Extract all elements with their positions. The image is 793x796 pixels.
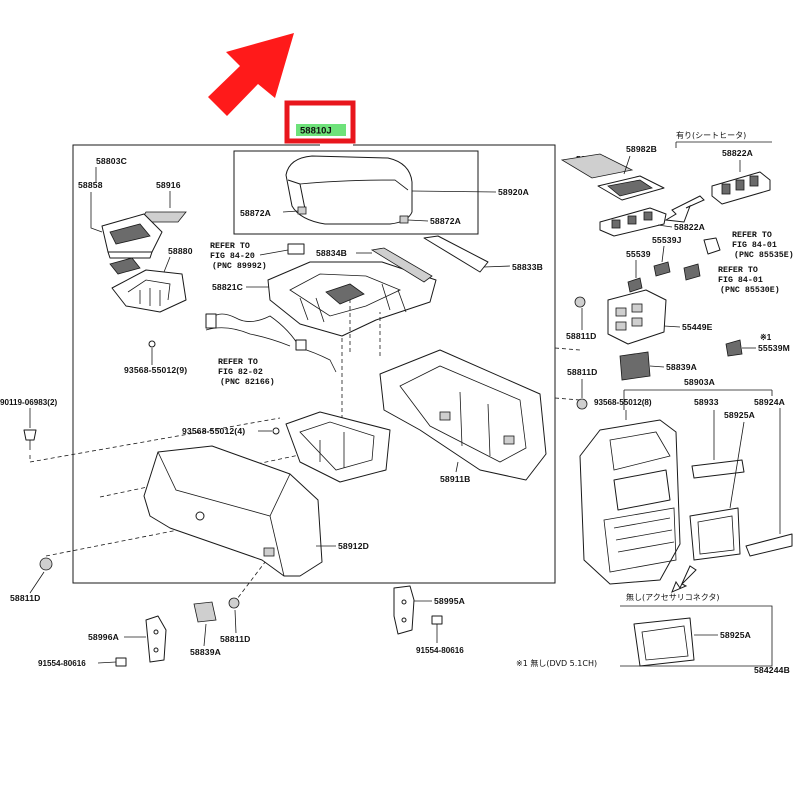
ref-fig-82-02[interactable]: REFER TO FIG 82-02 (PNC 82166) [218,358,275,387]
svg-text:REFER TO: REFER TO [732,231,772,240]
panel-55449E [607,289,667,345]
label-58995A[interactable]: 58995A [434,596,465,606]
trim-58925A [689,507,741,561]
label-58996A[interactable]: 58996A [88,632,119,642]
label-58925A-a[interactable]: 58925A [724,410,755,420]
label-58912D[interactable]: 58912D [338,541,369,551]
label-58811D-b[interactable]: 58811D [220,634,251,644]
label-58916[interactable]: 58916 [156,180,181,190]
label-91554-a[interactable]: 91554-80616 [38,659,86,668]
trim-58925A-lower [633,617,695,667]
label-58811D-c[interactable]: 58811D [566,331,597,341]
label-55449E[interactable]: 55449E [682,322,713,332]
label-seat-heater[interactable]: 有り(シートヒータ) [676,130,746,140]
label-58872A-left[interactable]: 58872A [240,208,271,218]
footnote[interactable]: ※1 無し(DVD 5.1CH) [516,658,597,668]
armrest-subframe [233,150,479,235]
label-58834B[interactable]: 58834B [316,248,347,258]
label-58880[interactable]: 58880 [168,246,193,256]
label-58872A-right[interactable]: 58872A [430,216,461,226]
red-pointer-arrow-icon [208,33,294,116]
label-58811D-a[interactable]: 58811D [10,593,41,603]
label-91554-b[interactable]: 91554-80616 [416,646,464,655]
ref-fig-84-01-a[interactable]: REFER TO FIG 84-01 (PNC 85535E) [732,231,793,260]
rear-console-panel [579,419,681,585]
arrow-accessory-icon [671,565,697,593]
label-58811D-d[interactable]: 58811D [567,367,598,377]
console-body [143,445,323,577]
label-58982B[interactable]: 58982B [626,144,657,154]
label-58839A-a[interactable]: 58839A [190,647,221,657]
shift-bezel [111,269,187,313]
figure-id[interactable]: 584244B [754,665,790,675]
label-90119[interactable]: 90119-06983(2) [0,398,57,407]
label-58858[interactable]: 58858 [78,180,103,190]
ref-fig-84-01-b[interactable]: REFER TO FIG 84-01 (PNC 85530E) [718,266,780,295]
assembly-frame [72,144,556,584]
wire-harness [205,313,337,373]
bracket-58995A [393,585,415,635]
armrest-lid [285,155,413,225]
bracket-58911B [379,349,547,481]
label-58821C[interactable]: 58821C [212,282,243,292]
label-note-1[interactable]: ※1 [760,333,772,342]
label-58924A[interactable]: 58924A [754,397,785,407]
svg-text:REFER TO: REFER TO [218,358,258,367]
svg-text:FIG 84-01: FIG 84-01 [732,241,777,250]
label-58933[interactable]: 58933 [694,397,719,407]
label-58833B[interactable]: 58833B [512,262,543,272]
label-93568-4[interactable]: 93568-55012(4) [182,426,245,436]
label-58822A-a[interactable]: 58822A [722,148,753,158]
svg-text:(PNC 85535E): (PNC 85535E) [734,250,793,260]
highlight-text-bg [296,124,346,136]
svg-text:FIG 82-02: FIG 82-02 [218,368,263,377]
label-58903A[interactable]: 58903A [684,377,715,387]
svg-text:(PNC 89992): (PNC 89992) [212,261,267,271]
svg-text:REFER TO: REFER TO [210,242,250,251]
shift-panel [267,261,437,337]
label-58925A-b[interactable]: 58925A [720,630,751,640]
label-58839A-b[interactable]: 58839A [666,362,697,372]
highlight-part-number[interactable]: 58810J [300,126,332,137]
svg-text:FIG 84-20: FIG 84-20 [210,252,255,261]
label-55539[interactable]: 55539 [626,249,651,259]
arrow-seat-heater-icon [664,195,705,223]
cup-holder-insert [101,213,163,259]
bracket-58996A [145,615,167,663]
highlight-box[interactable] [284,100,356,144]
switch-base-58822A [599,207,667,237]
label-93568-9[interactable]: 93568-55012(9) [124,365,187,375]
label-93568-8[interactable]: 93568-55012(8) [594,398,652,407]
label-58822A-b[interactable]: 58822A [674,222,705,232]
label-55539M[interactable]: 55539M [758,343,790,353]
label-55539J[interactable]: 55539J [652,235,682,245]
label-58911B[interactable]: 58911B [440,474,471,484]
svg-text:FIG 84-01: FIG 84-01 [718,276,763,285]
svg-text:(PNC 82166): (PNC 82166) [220,377,275,387]
label-no-accessory[interactable]: 無し(アクセサリコネクタ) [626,592,720,602]
console-inner-box [285,411,391,483]
svg-text:(PNC 85530E): (PNC 85530E) [720,285,780,295]
ref-fig-84-20[interactable]: REFER TO FIG 84-20 (PNC 89992) [210,242,267,271]
label-58920A[interactable]: 58920A [498,187,529,197]
svg-text:REFER TO: REFER TO [718,266,758,275]
label-58803C[interactable]: 58803C [96,156,127,166]
seat-heater-switch-panel [711,171,771,205]
